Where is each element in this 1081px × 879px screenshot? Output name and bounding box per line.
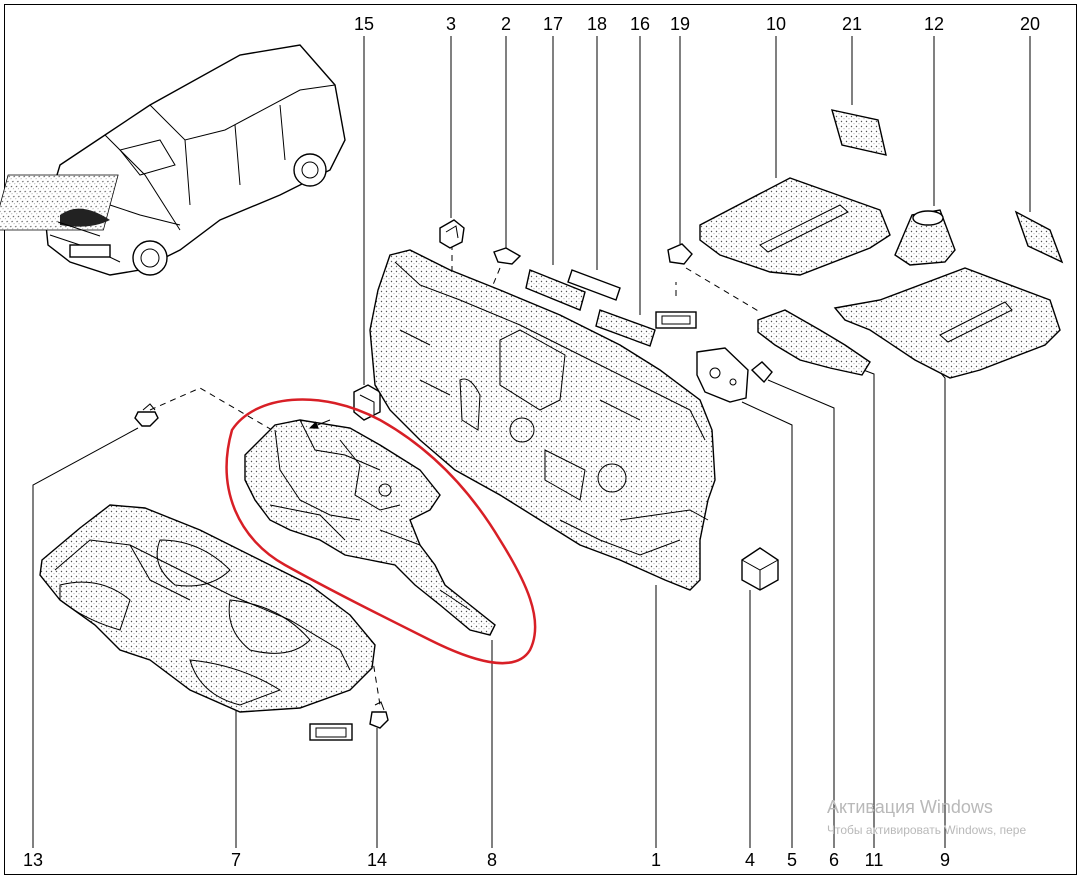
top-leader-lines: [363, 36, 1031, 385]
part-21-pad: [831, 109, 887, 156]
callout-15: 15: [354, 14, 374, 34]
callout-3: 3: [446, 14, 456, 34]
diagram-frame: [4, 4, 1077, 875]
part-1-dash-insulation: [369, 249, 716, 591]
part-8-insulation: [244, 419, 496, 636]
part-12-boot: [894, 209, 956, 266]
part-19-clip: [655, 243, 697, 329]
part-17-pad: [525, 269, 586, 311]
windows-activation-watermark: Активация Windows: [827, 797, 993, 817]
callout-7: 7: [231, 850, 241, 870]
callout-11: 11: [865, 850, 884, 870]
callout-1: 1: [651, 850, 661, 870]
callout-4: 4: [745, 850, 755, 870]
part-2-clip: [493, 247, 522, 265]
arrow-to-part-8: [309, 419, 331, 429]
callout-21: 21: [842, 14, 862, 34]
windows-activation-subtext: Чтобы активировать Windows, пере: [827, 823, 1027, 837]
callout-10: 10: [766, 14, 786, 34]
part-7-hood-insulation: [39, 504, 376, 713]
callout-13: 13: [23, 850, 43, 870]
callout-19: 19: [670, 14, 690, 34]
part-3-clip: [439, 219, 465, 249]
part-4-cube: [741, 547, 779, 591]
callout-5: 5: [787, 850, 797, 870]
callout-6: 6: [829, 850, 839, 870]
callout-8: 8: [487, 850, 497, 870]
car-thumbnail: [0, 44, 346, 276]
part-6-clip: [750, 361, 773, 384]
part-16-pad: [595, 309, 656, 347]
callout-12: 12: [924, 14, 944, 34]
part-10-insulation: [699, 177, 891, 276]
callout-14: 14: [367, 850, 387, 870]
callout-16: 16: [630, 14, 650, 34]
part-5-bracket: [696, 347, 749, 403]
part-13-clip: [134, 403, 159, 427]
part-14-clip: [309, 701, 389, 741]
highlight-outline: [225, 398, 537, 665]
part-20-pad: [1014, 210, 1064, 264]
callout-9: 9: [940, 850, 950, 870]
callout-17: 17: [543, 14, 563, 34]
callout-20: 20: [1020, 14, 1040, 34]
bottom-leader-lines: [32, 359, 946, 848]
callout-2: 2: [501, 14, 511, 34]
part-9-insulation: [833, 267, 1061, 379]
part-18-pad: [567, 269, 621, 301]
callout-18: 18: [587, 14, 607, 34]
part-11-insulation: [757, 309, 871, 376]
